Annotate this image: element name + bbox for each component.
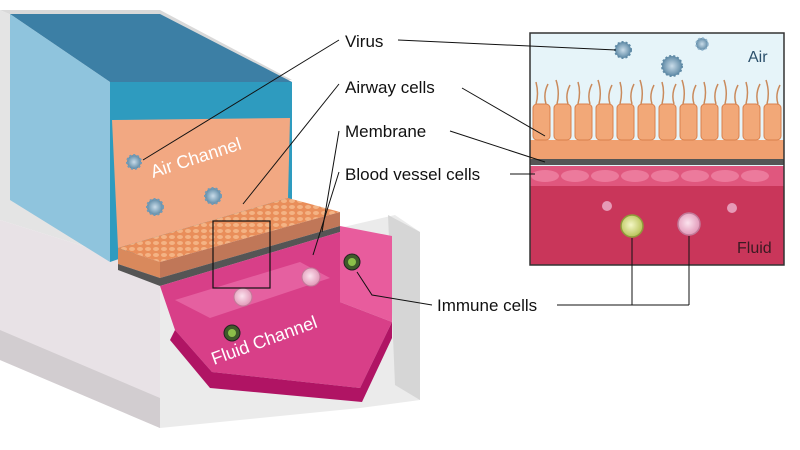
label-virus: Virus: [345, 32, 383, 51]
inset-membrane: [530, 159, 784, 165]
inset-border: [529, 32, 785, 266]
inset-viruses: [614, 37, 709, 77]
inset-blood-vessel-cells: [531, 170, 769, 182]
inset-immune-cells: [602, 201, 737, 238]
label-membrane: Membrane: [345, 122, 426, 141]
fluid-channel: [160, 226, 392, 402]
label-immune-cells: Immune cells: [437, 296, 537, 315]
label-blood-vessel-cells: Blood vessel cells: [345, 165, 480, 184]
inset-air-label: Air: [748, 49, 768, 66]
label-airway-cells: Airway cells: [345, 78, 435, 97]
chip-viruses: [126, 154, 222, 216]
zoom-box: [212, 220, 271, 289]
airway-tissue: [112, 118, 340, 286]
leader-lines: [142, 39, 690, 306]
inset-fluid-label: Fluid: [737, 240, 772, 257]
inset-panel: Air Fluid: [529, 32, 785, 266]
chip-immune-cells: [223, 253, 361, 342]
